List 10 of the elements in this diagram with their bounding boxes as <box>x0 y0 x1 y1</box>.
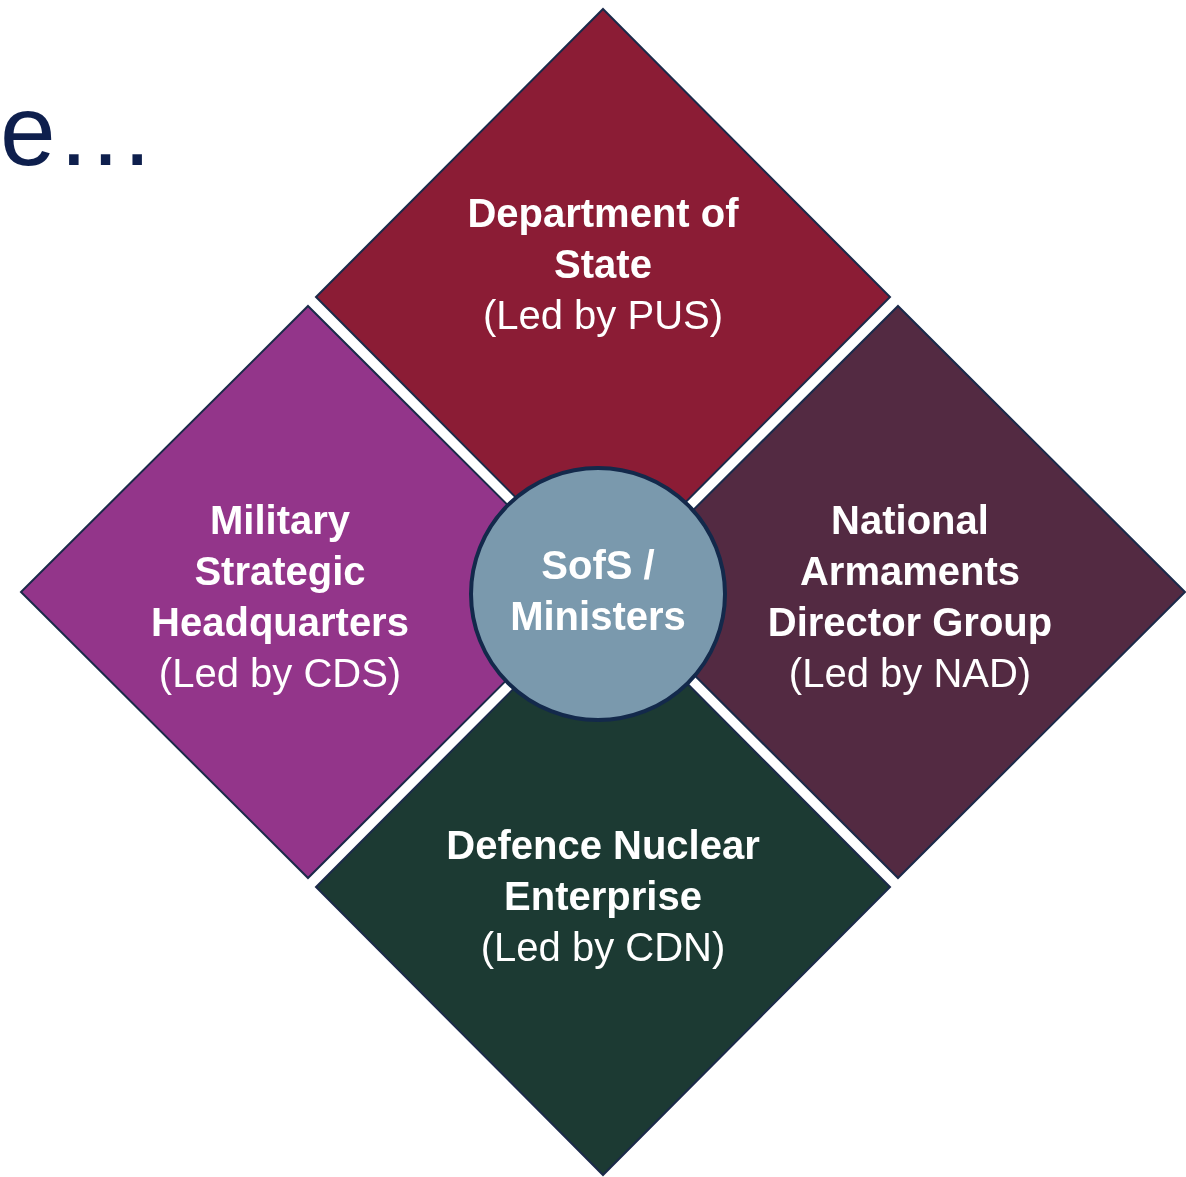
node-title: National Armaments Director Group <box>766 497 1054 646</box>
node-title: Military Strategic Headquarters <box>150 497 410 646</box>
node-title: SofS / Ministers <box>509 542 687 640</box>
node-subtitle: (Led by PUS) <box>481 292 725 339</box>
node-subtitle: (Led by CDN) <box>479 924 727 971</box>
node-title: Defence Nuclear Enterprise <box>445 822 761 920</box>
node-subtitle: (Led by NAD) <box>787 650 1033 697</box>
node-subtitle: (Led by CDS) <box>157 650 403 697</box>
heading-fragment: e… <box>0 80 156 180</box>
node-title: Department of State <box>466 190 740 288</box>
